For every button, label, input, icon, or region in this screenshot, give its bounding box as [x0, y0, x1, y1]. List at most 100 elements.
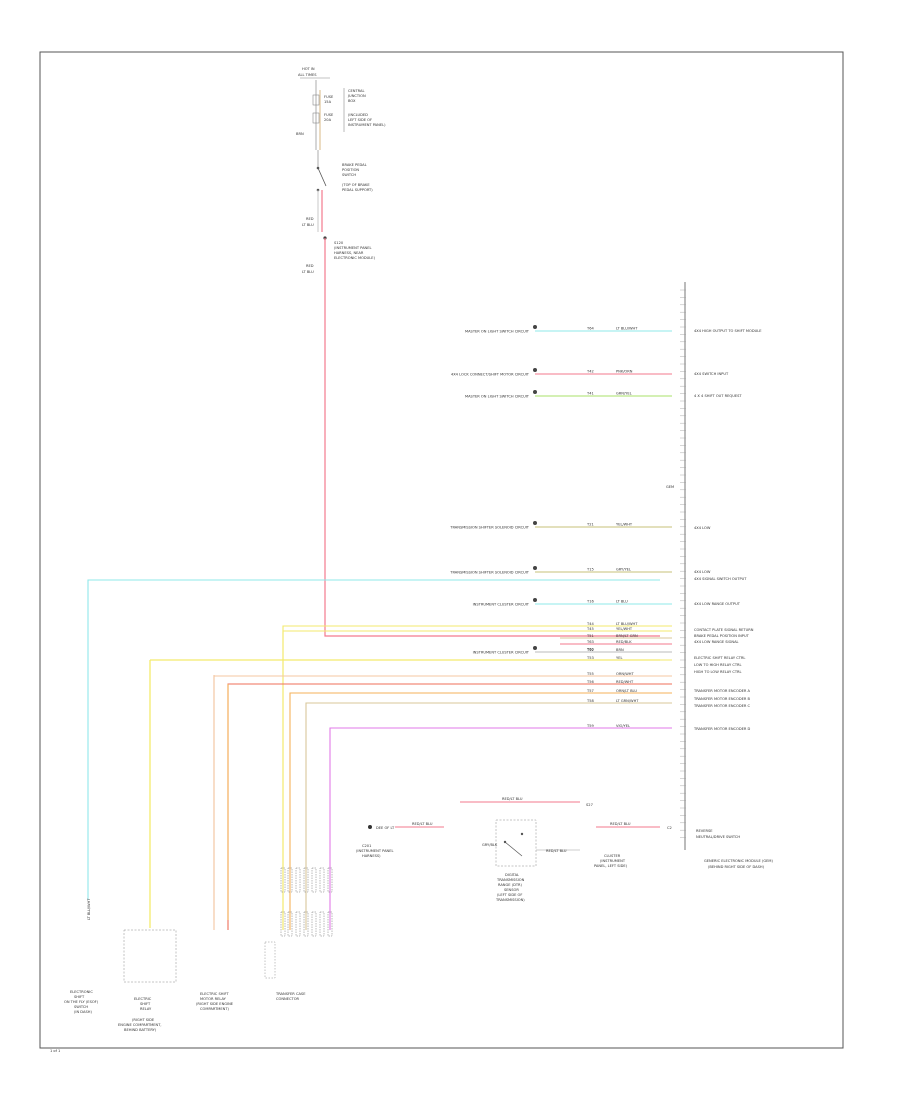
- bus-wire: T45 YEL/WHT: [282, 627, 672, 930]
- bus-wire-code: T45: [586, 627, 594, 631]
- cjb-desc-6: INSTRUMENT PANEL): [348, 123, 386, 127]
- bus-wire-color: LT GRN/WHT: [616, 699, 639, 703]
- source-terminal-dot: [533, 566, 537, 570]
- gem-pin-label: 4X4 SWITCH INPUT: [694, 372, 729, 376]
- gem-pin-label: 4X4 LOW: [694, 526, 711, 530]
- source-terminal-dot: [533, 521, 537, 525]
- motor-relay-name-3: (RIGHT SIDE ENGINE: [196, 1002, 234, 1006]
- bus-wire-code: T53: [586, 656, 594, 660]
- hot-at-all-times-label-2: ALL TIMES: [298, 73, 317, 77]
- bpp-desc-5: PEDAL SUPPORT): [342, 188, 373, 192]
- source-label: INSTRUMENT CLUSTER CIRCUIT: [473, 603, 530, 607]
- bus-wire-color: LT BLU/WHT: [616, 622, 638, 626]
- bus-wire-code: T59: [586, 724, 594, 728]
- esof-wire-label: LT BLU/WHT: [87, 898, 91, 920]
- source-circuit: TRANSMISSION SHIFTER SOLENOID CIRCUITT21…: [449, 521, 672, 530]
- brn-wire-label: BRN: [296, 132, 304, 136]
- bus-wire-code: T57: [586, 689, 594, 693]
- bus-wire-color: YEL/WHT: [616, 627, 633, 631]
- source-label: MASTER ON LIGHT SWITCH CIRCUIT: [465, 395, 530, 399]
- splice-desc-4: ELECTRONIC MODULE): [334, 256, 376, 260]
- relay-name-2: SHIFT: [140, 1002, 151, 1006]
- connector-pin: [311, 867, 317, 893]
- switch-contact-top: [316, 166, 320, 170]
- source-wire-code: T41: [586, 392, 594, 396]
- bus-wire-color: RED/BLK: [616, 640, 632, 644]
- fuse-1-icon: [312, 94, 320, 106]
- cjb-desc-2: JUNCTION: [347, 94, 366, 98]
- footer-code: 1 of 1: [50, 1049, 60, 1053]
- red-ltblu-label-4: LT BLU: [302, 270, 314, 274]
- cluster-desc-3: PANEL, LEFT SIDE): [594, 864, 628, 868]
- source-wire-code: T64: [586, 327, 594, 331]
- gem-pin-label: 4 X 4 SHIFT OUT REQUEST: [694, 394, 742, 398]
- dtr-desc-3: RANGE (DTR): [498, 883, 523, 887]
- gem-pin-label: HIGH TO LOW RELAY CTRL: [694, 670, 742, 674]
- top-fuse-group: HOT IN ALL TIMES FUSE 15A FUSE 20A CENTR…: [296, 67, 386, 274]
- gem-pin-label: 4X4 HIGH OUTPUT TO SHIFT MODULE: [694, 329, 762, 333]
- c201-3: HARNESS): [362, 854, 381, 858]
- connector-pin: [311, 911, 317, 937]
- source-label: TRANSMISSION SHIFTER SOLENOID CIRCUIT: [449, 571, 530, 575]
- connector-pin: [295, 911, 301, 937]
- gem-pin-label: TRANSFER MOTOR ENCODER D: [693, 727, 751, 731]
- bus-wire-code: T63: [586, 640, 594, 644]
- c201-1: C201: [362, 844, 371, 848]
- red-ltblu-label-2: LT BLU: [302, 223, 314, 227]
- dtr-switch-blade: [504, 841, 523, 857]
- esof-name-2: SHIFT: [74, 995, 85, 999]
- fuse-2-icon: [312, 112, 320, 124]
- gem-pin-label: 4X4 SIGNAL SWITCH OUTPUT: [694, 577, 747, 581]
- gem-short-label: GEM: [666, 485, 674, 489]
- dtr-left-label: GRY/BLK: [482, 843, 498, 847]
- relay-name-1: ELECTRIC: [134, 997, 152, 1001]
- source-label: MASTER ON LIGHT SWITCH CIRCUIT: [465, 330, 530, 334]
- bus-wire-path: [227, 683, 672, 930]
- gem-bottom-pin-code: C2: [667, 826, 672, 830]
- top-bottom-pin-label: S27: [586, 803, 593, 807]
- source-wire-color: YEL/WHT: [616, 523, 633, 527]
- motor-relay-name-2: MOTOR RELAY: [200, 997, 227, 1001]
- gem-pin-label: BRAKE PEDAL POSITION INPUT: [694, 634, 750, 638]
- left-bottom-wire-label: RED/LT BLU: [412, 822, 433, 826]
- fuse-label-4: 20A: [324, 118, 332, 122]
- gem-pin-label: TRANSFER MOTOR ENCODER C: [693, 704, 751, 708]
- gem-pin-label: ELECTRIC SHIFT RELAY CTRL: [694, 656, 745, 660]
- source-terminal-dot: [533, 646, 537, 650]
- fuse-label-1: FUSE: [324, 95, 334, 99]
- ltblu-wire-esof: [87, 579, 660, 900]
- gem-name-2: (BEHIND RIGHT SIDE OF DASH): [708, 865, 765, 869]
- hot-at-all-times-label: HOT IN: [302, 67, 315, 71]
- gem-pin-ticks: [680, 289, 686, 838]
- source-circuit: TRANSMISSION SHIFTER SOLENOID CIRCUITT15…: [449, 566, 672, 575]
- dtr-desc-1: DIGITAL: [505, 873, 519, 877]
- relay-name-4: (RIGHT SIDE: [132, 1018, 155, 1022]
- relay-name-3: RELAY: [140, 1007, 152, 1011]
- transfer-case-connector-box: [264, 941, 276, 979]
- bus-wire-color: BRN: [616, 648, 624, 652]
- connector-pin: [287, 911, 293, 937]
- motor-relay-name-1: ELECTRIC SHIFT: [200, 992, 230, 996]
- connector-pin: [287, 867, 293, 893]
- gem-pin-label: LOW TO HIGH RELAY CTRL: [694, 663, 742, 667]
- connector-pin: [295, 867, 301, 893]
- gem-pin-label: CONTACT PLATE SIGNAL RETURN: [694, 628, 754, 632]
- cjb-desc-4: (INCLUDED: [348, 113, 368, 117]
- dtr-sensor-group: RED/LT BLU S27 DEE OF LT RED/LT BLU C201…: [356, 797, 672, 902]
- bus-wire: T63 RED/BLK: [560, 640, 672, 645]
- bus-wire-color: ORN/WHT: [616, 672, 634, 676]
- bpp-desc-4: (TOP OF BRAKE: [342, 183, 370, 187]
- fuse-label-3: FUSE: [324, 113, 334, 117]
- bus-wire-code: T51: [586, 634, 594, 638]
- bus-wire-path: [282, 625, 672, 930]
- dtr-desc-4: SENSOR: [504, 888, 519, 892]
- relay-box: [123, 929, 177, 983]
- source-wire-code: T42: [586, 370, 594, 374]
- source-label: INSTRUMENT CLUSTER CIRCUIT: [473, 651, 530, 655]
- fuse-label-2: 15A: [324, 100, 332, 104]
